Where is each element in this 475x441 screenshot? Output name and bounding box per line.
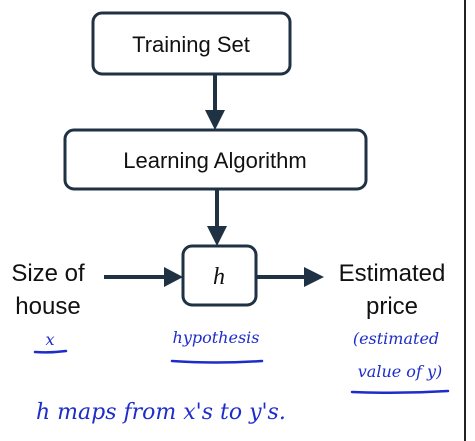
input-label-line1: Size of xyxy=(11,260,85,287)
arrow-input-to-hypothesis-head xyxy=(164,267,183,287)
output-label-line1: Estimated xyxy=(339,260,446,287)
training-set-box-border xyxy=(91,11,292,76)
training-set-label: Training Set xyxy=(132,32,250,57)
handwritten-annotations: x hypothesis (estimated value of y) h ma… xyxy=(33,328,450,425)
handwritten-x-underline xyxy=(33,349,68,354)
training-set-box: Training Set xyxy=(91,11,292,76)
arrow-training-to-algorithm-head xyxy=(205,110,225,130)
hypothesis-box: h xyxy=(181,244,258,307)
handwritten-estimated-line2: value of y) xyxy=(358,362,442,381)
arrow-input-to-hypothesis xyxy=(104,267,183,287)
input-label-line2: house xyxy=(15,293,80,320)
output-label-line2: price xyxy=(366,293,418,320)
arrow-hypothesis-to-output-head xyxy=(304,267,324,287)
hypothesis-symbol: h xyxy=(213,264,225,290)
input-label: Size of house xyxy=(11,260,85,320)
learning-algorithm-box: Learning Algorithm xyxy=(63,128,368,191)
handwritten-hypothesis-label: hypothesis xyxy=(173,328,260,347)
handwritten-estimated-underline xyxy=(350,389,450,395)
handwritten-hypothesis-underline xyxy=(170,359,264,364)
learning-algorithm-label: Learning Algorithm xyxy=(123,148,306,173)
handwritten-maps-note: h maps from x's to y's. xyxy=(36,400,286,425)
arrow-training-to-algorithm xyxy=(205,74,225,130)
handwritten-x-label: x xyxy=(45,330,54,349)
arrow-algorithm-to-hypothesis xyxy=(207,189,227,246)
arrow-hypothesis-to-output xyxy=(256,267,324,287)
output-label: Estimated price xyxy=(339,260,446,320)
handwritten-estimated-line1: (estimated xyxy=(353,329,439,348)
arrow-algorithm-to-hypothesis-head xyxy=(207,226,227,246)
